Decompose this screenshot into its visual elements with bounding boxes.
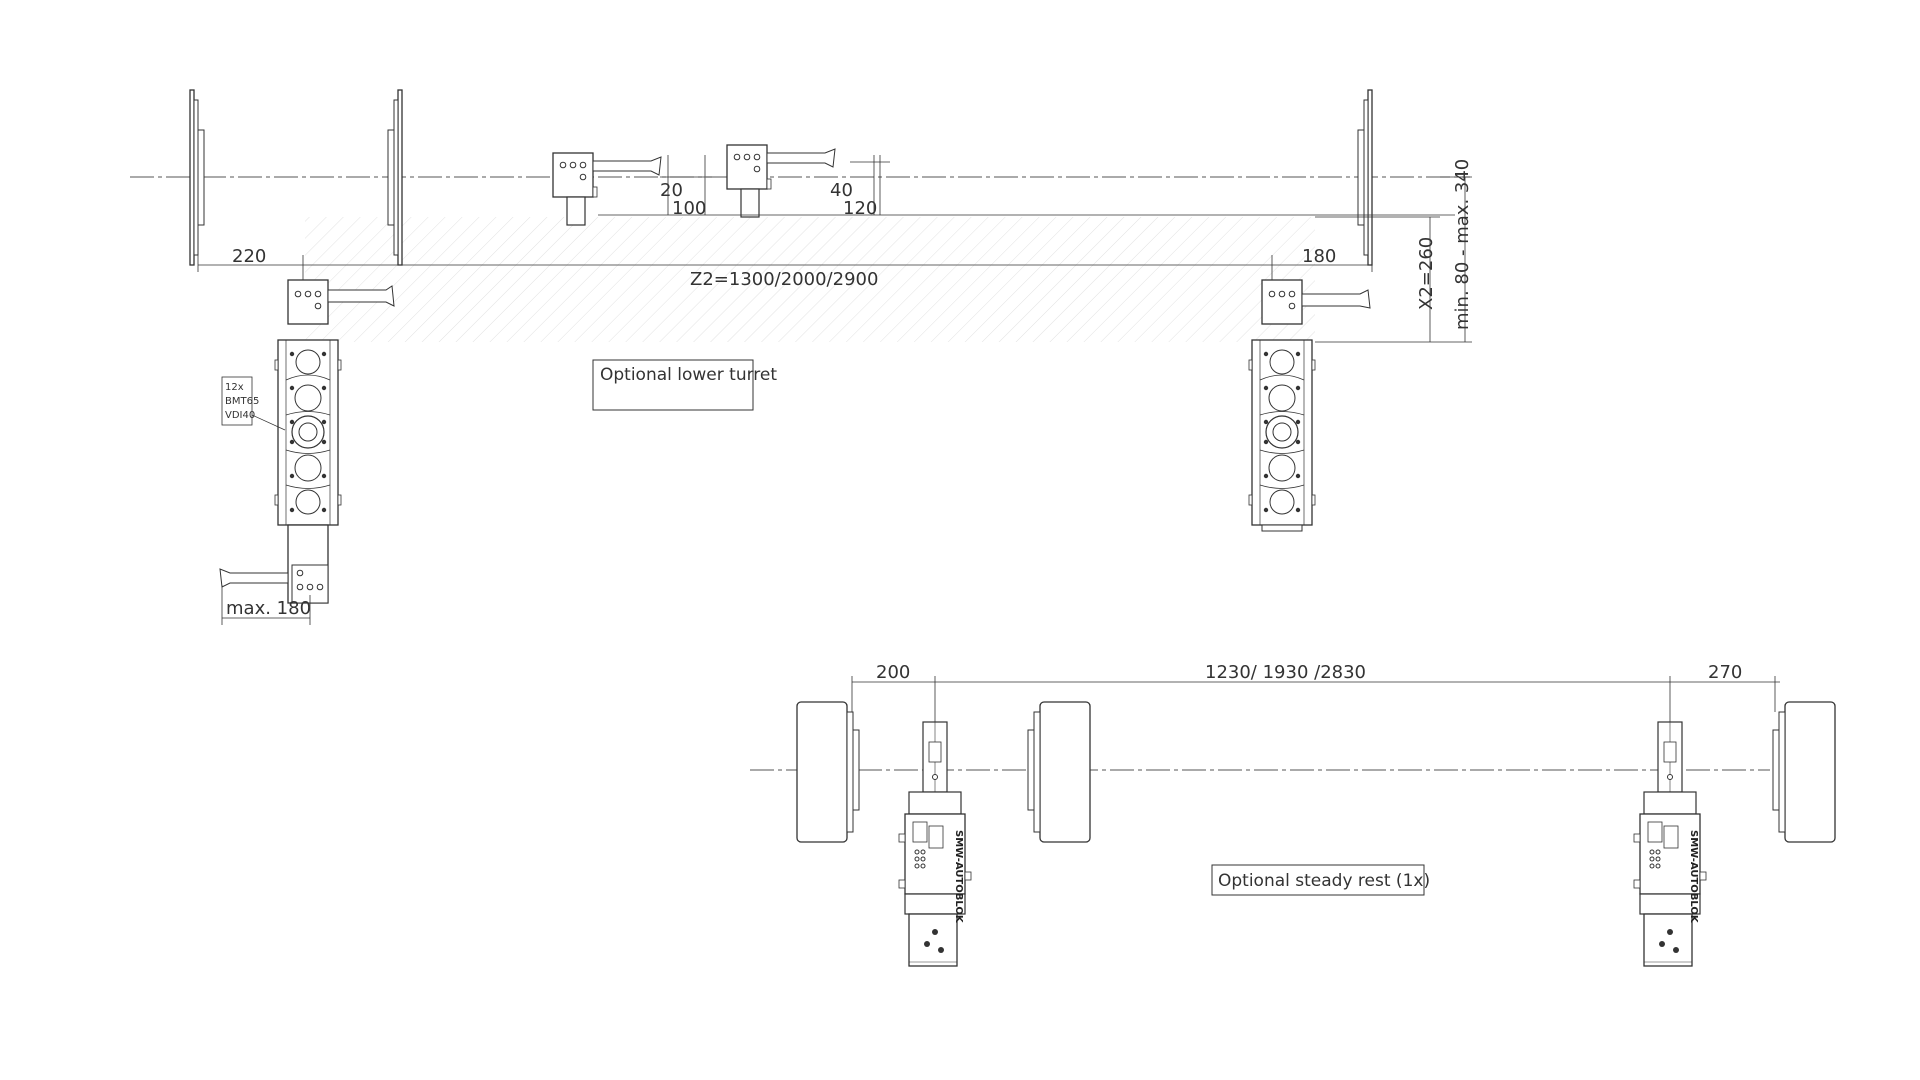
lower-turret-left: max. 180 [219, 279, 395, 625]
dim-x-range: min. 80 - max. 340 [1452, 159, 1473, 330]
option-lower-turret-box [592, 359, 754, 411]
tool-dims [598, 155, 1455, 216]
turret-spec-note: 12x BMT65 VDI40 [221, 376, 286, 431]
lower-turret-right [1248, 279, 1371, 532]
dim-tool-a-2: 100 [672, 198, 706, 219]
upper-tool-b [726, 144, 836, 218]
brand-label-right: SMW-AUTOBLOK [1688, 830, 1699, 924]
steady-rest-right: SMW-AUTOBLOK [1633, 721, 1707, 967]
turret-note-line-2: BMT65 [225, 396, 259, 407]
turret-note-line-1: 12x [225, 382, 244, 393]
option-steady-rest-label: Optional steady rest (1x) [1218, 871, 1430, 891]
dim-right-180: 180 [1302, 246, 1336, 267]
bottom-view: SMW-AUTOBLOK SMW-AUTOBLOK 200 1230/ 1930… [750, 662, 1836, 967]
dim-bottom-mid: 1230/ 1930 /2830 [1205, 662, 1366, 683]
z2-dim-line [197, 240, 1373, 280]
dim-left-220: 220 [232, 246, 266, 267]
dim-tool-b-2: 120 [843, 198, 877, 219]
dim-x2: X2=260 [1416, 237, 1437, 310]
turret-note-line-3: VDI40 [225, 410, 255, 421]
bottom-left-chuck [796, 701, 860, 843]
upper-tool-a [552, 152, 662, 226]
option-lower-turret-label: Optional lower turret [600, 365, 777, 385]
work-area-hatch [305, 217, 1315, 342]
dim-bottom-right: 270 [1708, 662, 1742, 683]
left-spindle [189, 89, 205, 266]
dim-tool-a-1: 20 [660, 180, 683, 201]
top-view: 20 100 40 120 220 180 Z2=1300/2000/2900 … [130, 89, 1473, 625]
right-spindle [1357, 89, 1373, 266]
brand-label-left: SMW-AUTOBLOK [953, 830, 964, 924]
bottom-middle-chuck [1027, 701, 1091, 843]
bottom-right-chuck [1772, 701, 1836, 843]
option-steady-rest-box [1211, 864, 1425, 896]
bottom-dim-lines [851, 676, 1780, 722]
dim-lower-tool: max. 180 [226, 598, 311, 619]
steady-rest-left: SMW-AUTOBLOK [898, 721, 972, 967]
x-dim-lines [1315, 176, 1472, 343]
dim-z2: Z2=1300/2000/2900 [690, 269, 878, 290]
dim-tool-b-1: 40 [830, 180, 853, 201]
dim-bottom-left: 200 [876, 662, 910, 683]
